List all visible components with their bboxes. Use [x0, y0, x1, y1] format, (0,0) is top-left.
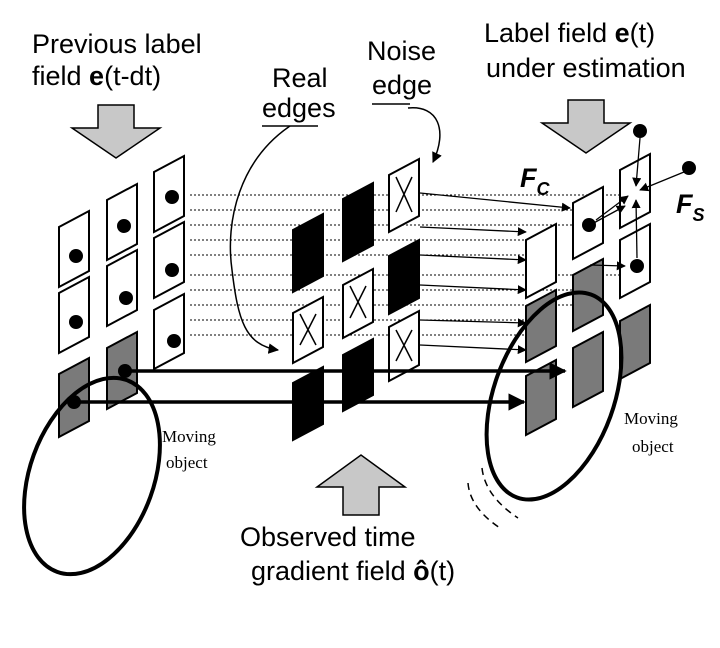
fc-label: FC — [520, 163, 551, 199]
observed-field-title-line1: Observed time — [240, 522, 416, 552]
cell — [153, 292, 185, 371]
cell — [106, 248, 138, 328]
label-field-title-line2: under estimation — [486, 53, 686, 83]
moving-object-right-ellipse — [484, 290, 624, 502]
cell — [58, 275, 90, 355]
force-arrows — [595, 137, 685, 259]
previous-label-title-line1: Previous label — [32, 29, 202, 59]
cell-moving — [525, 288, 557, 364]
noise-edge-pointer — [407, 107, 442, 163]
previous-label-dots — [67, 190, 181, 409]
previous-label-title-line2: field e(t-dt) — [32, 61, 161, 91]
real-edges-pointer — [229, 125, 291, 354]
cell-edge — [342, 337, 374, 413]
cell-edge — [342, 181, 374, 263]
cell — [58, 209, 90, 289]
neighbor-dots — [582, 124, 696, 273]
observed-field-title-line2: gradient field ô(t) — [251, 556, 455, 586]
fs-label: FS — [676, 189, 705, 225]
cell-moving — [525, 358, 557, 437]
moving-object-left-ellipse — [22, 375, 162, 577]
previous-field-arrow — [69, 104, 163, 159]
label-field-arrow — [539, 99, 633, 154]
cell — [525, 222, 557, 300]
cell-moving — [619, 303, 651, 381]
moving-object-left-label-line1: Moving — [162, 427, 216, 446]
moving-object-right-label-line1: Moving — [624, 409, 678, 428]
noise-edge-label-line1: Noise — [367, 36, 436, 66]
cell-center — [619, 152, 651, 230]
moving-object-left-label-line2: object — [166, 453, 208, 472]
cell — [153, 220, 185, 300]
noise-edge-label-line2: edge — [372, 70, 432, 100]
observed-field-arrow — [314, 454, 408, 516]
noise-x-marks — [299, 176, 413, 362]
cell-edge — [292, 212, 324, 294]
motion-trail — [467, 467, 519, 529]
cell-edge — [388, 238, 420, 316]
cell-moving — [572, 330, 604, 409]
real-edges-label-line2: edges — [262, 93, 336, 123]
label-field-title-line1: Label field e(t) — [484, 18, 655, 48]
moving-object-right-label-line2: object — [632, 437, 674, 456]
real-edges-label-line1: Real — [272, 63, 328, 93]
